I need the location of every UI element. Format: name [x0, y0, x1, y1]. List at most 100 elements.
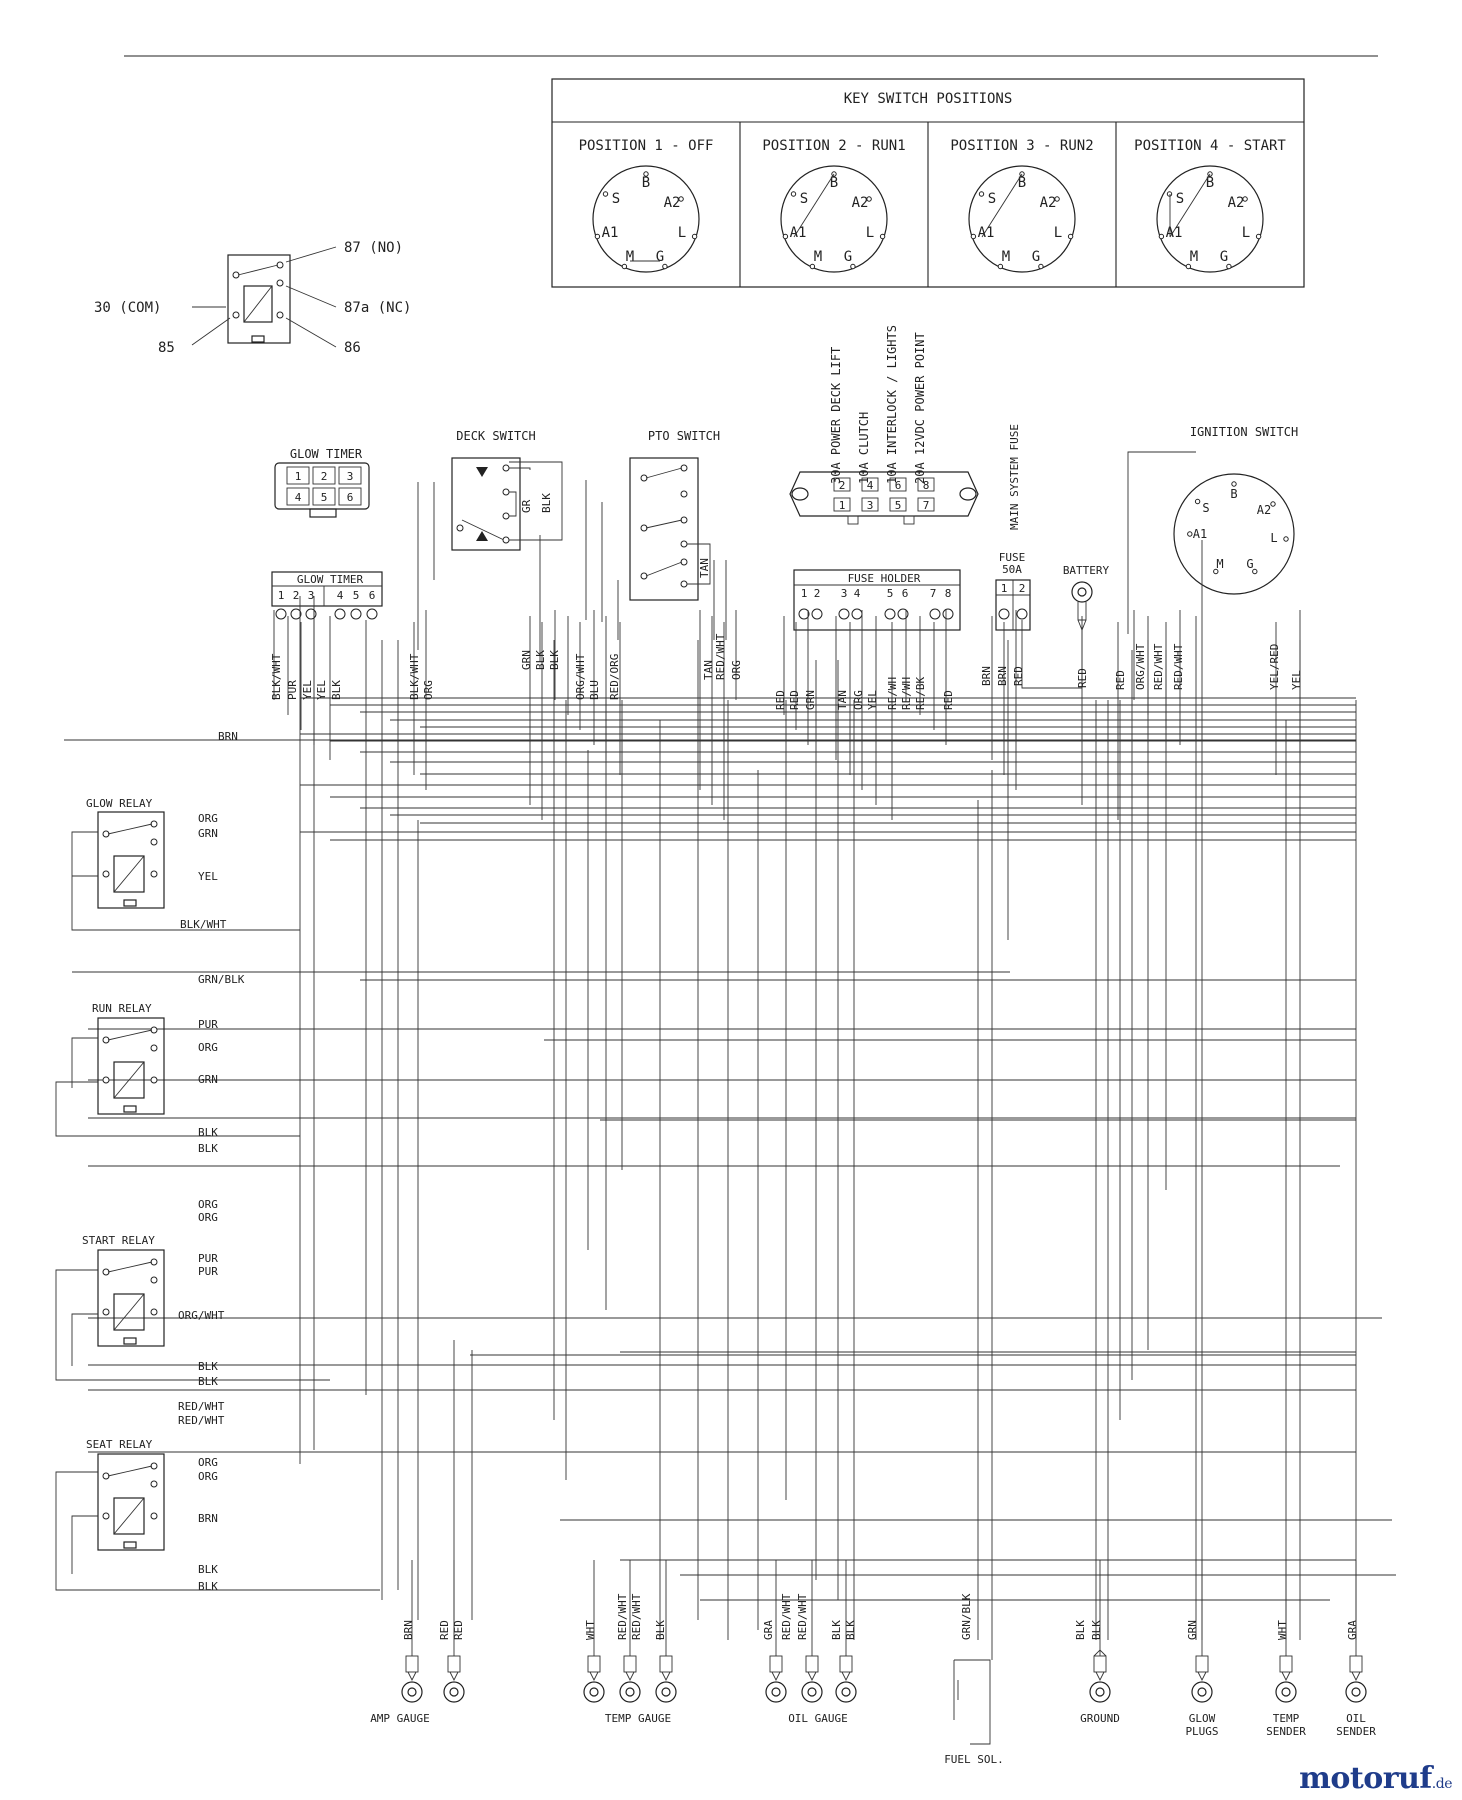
- watermark-text: motoruf: [1299, 1761, 1432, 1796]
- key-dial-pin: [602, 191, 609, 197]
- start-relay-pin: [150, 1308, 158, 1316]
- run-relay-pin: [150, 1044, 158, 1052]
- wire-harness: [64, 480, 1396, 1660]
- seat-relay-pin: [150, 1480, 158, 1488]
- glow-timer-pin-6: 6: [369, 589, 376, 602]
- key-dial-pin: [1158, 233, 1165, 240]
- key-dial-terminal-A1: A1: [1166, 225, 1183, 241]
- start-relay-pin: [102, 1308, 110, 1316]
- fuse-holder-pin-1: 1: [801, 587, 808, 600]
- key-dial-pin: [621, 263, 628, 270]
- ignition-terminal-A1: A1: [1193, 527, 1207, 541]
- fuse-holder: FUSE HOLDER: [793, 569, 961, 631]
- seat-relay-wire-label: BLK: [198, 1580, 218, 1593]
- glow-timer-wire-label: BLK/WHT: [270, 653, 283, 700]
- watermark-logo: motoruf.de: [1299, 1761, 1452, 1796]
- ignition-wire-label: YEL: [1290, 670, 1303, 690]
- key-dial-pin: [997, 263, 1004, 270]
- glow-relay-wire-label: ORG: [198, 812, 218, 825]
- run-relay-tab: [123, 1105, 137, 1113]
- key-link: [981, 173, 1023, 238]
- run-relay-coil: [113, 1061, 145, 1099]
- oil-terminal-ring: [835, 1681, 857, 1703]
- legend-85: 85: [158, 340, 175, 356]
- ignition-wire-label: RED: [1114, 670, 1127, 690]
- oil-terminal-crimp: [805, 1655, 819, 1673]
- temp-terminal-ring: [619, 1681, 641, 1703]
- fuse-num-8: 8: [923, 479, 930, 492]
- key-dial-terminal-G: G: [1032, 249, 1040, 265]
- glow-relay-contact: [107, 823, 153, 835]
- oil-wire-label: GRA: [762, 1620, 775, 1640]
- fuse-label-2: 10A CLUTCH: [857, 412, 871, 484]
- temp-wire-label: RED/WHT: [616, 1593, 629, 1640]
- fuse-holder-pin-2: 2: [814, 587, 821, 600]
- ignition-terminal-L: L: [1270, 531, 1277, 545]
- fuse-num-4: 4: [867, 479, 874, 492]
- seat-relay-coil-diag: [113, 1497, 145, 1535]
- battery: BATTERY: [1021, 564, 1110, 689]
- ignition-pin: [1283, 536, 1289, 542]
- fuse-holder-wire-label: RE/WH: [900, 677, 913, 710]
- glow-timer-pin-2: 2: [293, 589, 300, 602]
- oil-terminal-ring: [801, 1681, 823, 1703]
- ground-terminal-neck: [1095, 1671, 1105, 1682]
- fuse-holder-socket: [798, 608, 810, 620]
- key-dial-pin: [978, 191, 985, 197]
- fuse-holder-pin-8: 8: [945, 587, 952, 600]
- fuse-holder-wire-label: RE/BK: [914, 677, 927, 710]
- temp_sender-terminal-neck: [1281, 1671, 1291, 1682]
- fuse-holder-socket: [811, 608, 823, 620]
- legend-87a-nc: 87a (NC): [344, 300, 411, 316]
- glow-relay-pin: [102, 870, 110, 878]
- glow-relay-loop: [71, 831, 300, 931]
- fuse-label-1: 30A POWER DECK LIFT: [829, 347, 843, 484]
- oil-sender-label-2: SENDER: [1336, 1725, 1376, 1738]
- glow-pin-3: 3: [347, 470, 354, 483]
- fuse-holder-pin-3: 3: [841, 587, 848, 600]
- key-dial-pin: [809, 263, 816, 270]
- seat-relay-tab: [123, 1541, 137, 1549]
- start-relay-body: [97, 1249, 165, 1347]
- glow-timer-connector: GLOW TIMER 1 2 3 4 5 6: [274, 447, 370, 518]
- glow-pin-2: 2: [321, 470, 328, 483]
- deck-right-wire-label: GRN: [520, 650, 533, 670]
- key-dial-pin: [1038, 263, 1044, 270]
- temp-terminal-neck: [661, 1671, 671, 1682]
- seat-relay-wire-label: ORG: [198, 1456, 218, 1469]
- temp_sender-wire-label: WHT: [1276, 1620, 1289, 1640]
- key-dial-terminal-L: L: [1054, 225, 1062, 241]
- key-dial-terminal-A2: A2: [1040, 195, 1057, 211]
- battery-wire-label: RED: [1076, 668, 1089, 688]
- deck-switch: DECK SWITCH GR BLK: [451, 429, 563, 551]
- oil-terminal-hole: [807, 1687, 817, 1697]
- temp_sender-terminal-ring: [1275, 1681, 1297, 1703]
- key-dial-terminal-S: S: [1176, 191, 1184, 207]
- fuse-num-7: 7: [923, 499, 930, 512]
- run-relay-label: RUN RELAY: [92, 1002, 152, 1015]
- oil-terminal-crimp: [769, 1655, 783, 1673]
- ground-terminal-hole: [1095, 1687, 1105, 1697]
- glow-relay-tab: [123, 899, 137, 907]
- start-relay-pin: [150, 1276, 158, 1284]
- start-relay-loop: [55, 1269, 330, 1381]
- pto-switch: PTO SWITCH TAN: [629, 429, 720, 601]
- position-1-label: POSITION 1 - OFF: [579, 138, 714, 154]
- temp-terminal-ring: [583, 1681, 605, 1703]
- glow-timer-socket: [290, 608, 302, 620]
- key-link: [1169, 173, 1211, 238]
- glow-timer-top-label: GLOW TIMER: [290, 447, 363, 461]
- main-fuse: FUSE 50A 1 2: [995, 551, 1031, 631]
- run-relay-loop: [55, 1037, 300, 1137]
- fuse-pin-2: 2: [1019, 582, 1026, 595]
- ignition-wire-label: RED/WHT: [1152, 643, 1165, 690]
- glow_plugs-terminal-neck: [1197, 1671, 1207, 1682]
- amp-terminal-hole: [449, 1687, 459, 1697]
- fuse-holder-socket: [851, 608, 863, 620]
- temp-wire-label: WHT: [584, 1620, 597, 1640]
- key-dial-pin: [866, 196, 872, 202]
